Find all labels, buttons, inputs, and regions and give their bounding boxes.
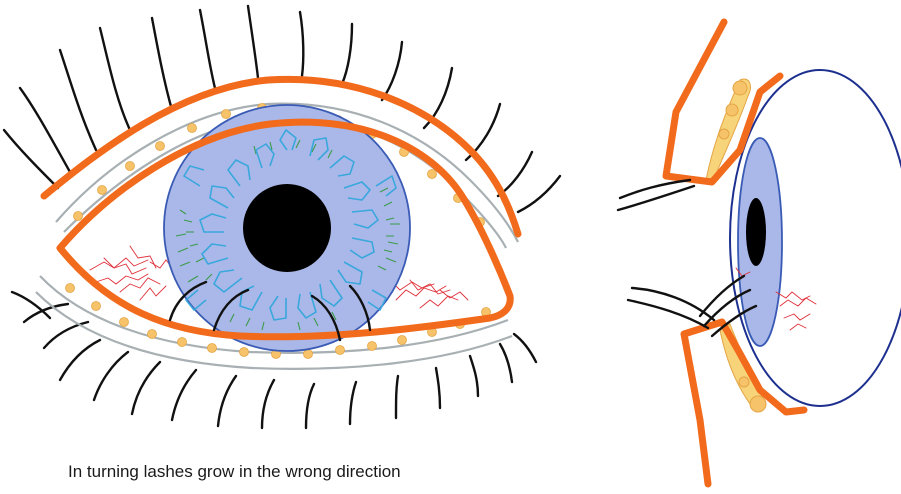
pupil [243,184,331,272]
side-upper-lashes [618,180,694,210]
caption-text: In turning lashes grow in the wrong dire… [68,462,488,482]
front-view-eye [4,6,560,428]
side-pupil [746,198,766,266]
side-view-eye [618,22,901,484]
